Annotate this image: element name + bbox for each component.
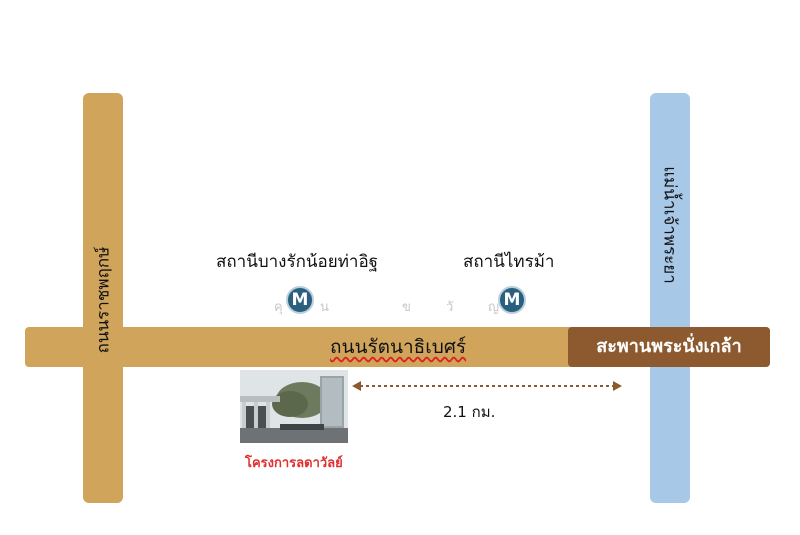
faint-label: ญ <box>488 300 500 315</box>
faint-label: น <box>320 300 329 315</box>
ratchaphruek-road <box>83 93 123 503</box>
project-caption: โครงการลดาวัลย์ <box>245 456 343 471</box>
project-photo-illustration <box>240 370 348 443</box>
main-road-label: ถนนรัตนาธิเบศร์ <box>330 336 467 358</box>
faint-label: ข <box>402 300 411 315</box>
station-sai-ma-label: สถานีไทรม้า <box>463 252 555 272</box>
left-road-label: ถนนราชพฤกษ์ <box>93 246 114 354</box>
metro-icon: M <box>286 286 314 314</box>
project-photo <box>240 370 348 443</box>
station-bang-rak-noi-label: สถานีบางรักน้อยท่าอิฐ <box>216 252 379 272</box>
river-label: แม่น้ำเจ้าพระยา <box>659 166 680 284</box>
faint-label: คุ <box>274 300 283 315</box>
phra-nang-klao-bridge-label: สะพานพระนั่งเกล้า <box>568 327 770 367</box>
faint-label: วั <box>446 300 454 315</box>
metro-icon: M <box>498 286 526 314</box>
distance-arrow <box>352 381 622 391</box>
chao-phraya-river <box>650 93 690 503</box>
distance-label: 2.1 กม. <box>443 403 496 421</box>
